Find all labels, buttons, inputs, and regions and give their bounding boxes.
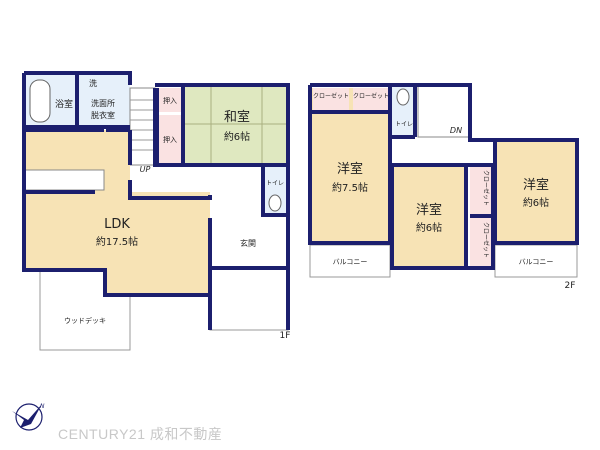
label-balcony-right: バルコニー: [519, 258, 554, 266]
western-room-3: [495, 140, 577, 243]
closet-a: [313, 88, 349, 112]
label-ldk: LDK: [104, 217, 130, 232]
label-western-2: 洋室: [416, 202, 442, 218]
label-up: UP: [140, 165, 151, 174]
compass-logo-icon: N: [12, 403, 45, 431]
kitchen-counter: [23, 169, 105, 191]
label-closet-top: 押入: [163, 96, 177, 105]
label-western-1: 洋室: [337, 161, 363, 177]
svg-text:N: N: [40, 403, 45, 410]
label-entrance: 玄関: [240, 238, 256, 248]
closet-c: [470, 167, 493, 215]
label-dn: DN: [450, 126, 462, 135]
label-western-1-size: 約7.5帖: [332, 181, 368, 194]
label-washer: 洗: [89, 78, 97, 88]
bathtub-icon: [29, 79, 51, 123]
closet-side: [157, 115, 183, 163]
porch: [209, 267, 289, 331]
closet-b: [353, 88, 389, 112]
floor-1: [22, 71, 290, 351]
label-closet-d: クローゼット: [482, 222, 490, 258]
label-balcony-left: バルコニー: [333, 258, 368, 266]
closet-d: [470, 218, 493, 268]
label-closet-b: クローゼット: [353, 92, 389, 100]
label-washitsu: 和室: [224, 109, 250, 125]
toilet-icon: [268, 194, 282, 212]
label-western-3-size: 約6帖: [523, 196, 549, 209]
balcony-right: [494, 244, 578, 278]
label-washitsu-size: 約6帖: [224, 130, 250, 143]
label-wood-deck: ウッドデッキ: [64, 316, 106, 325]
brand-text: CENTURY21 成和不動産: [58, 426, 223, 442]
floor-2-label: 2F: [565, 281, 576, 291]
western-room-2: [392, 167, 466, 268]
stairs-1f: [129, 87, 156, 166]
label-bath: 浴室: [55, 98, 73, 110]
label-toilet-2f: トイレ: [395, 121, 413, 128]
label-western-2-size: 約6帖: [416, 221, 442, 234]
floor-2: [308, 83, 579, 278]
washroom: [77, 73, 130, 127]
label-closet-side: 押入: [163, 135, 177, 144]
closet-top: [157, 88, 183, 112]
label-washroom-1: 洗面所: [91, 98, 115, 108]
label-closet-a: クローゼット: [313, 92, 349, 100]
label-western-3: 洋室: [523, 177, 549, 193]
stairs-2f: [417, 84, 471, 138]
label-washroom-2: 脱衣室: [91, 110, 115, 120]
floor-1-label: 1F: [280, 331, 291, 341]
label-ldk-size: 約17.5帖: [96, 235, 138, 248]
label-closet-c: クローゼット: [482, 170, 490, 206]
label-toilet-1f: トイレ: [266, 180, 284, 187]
ldk: [24, 192, 210, 270]
